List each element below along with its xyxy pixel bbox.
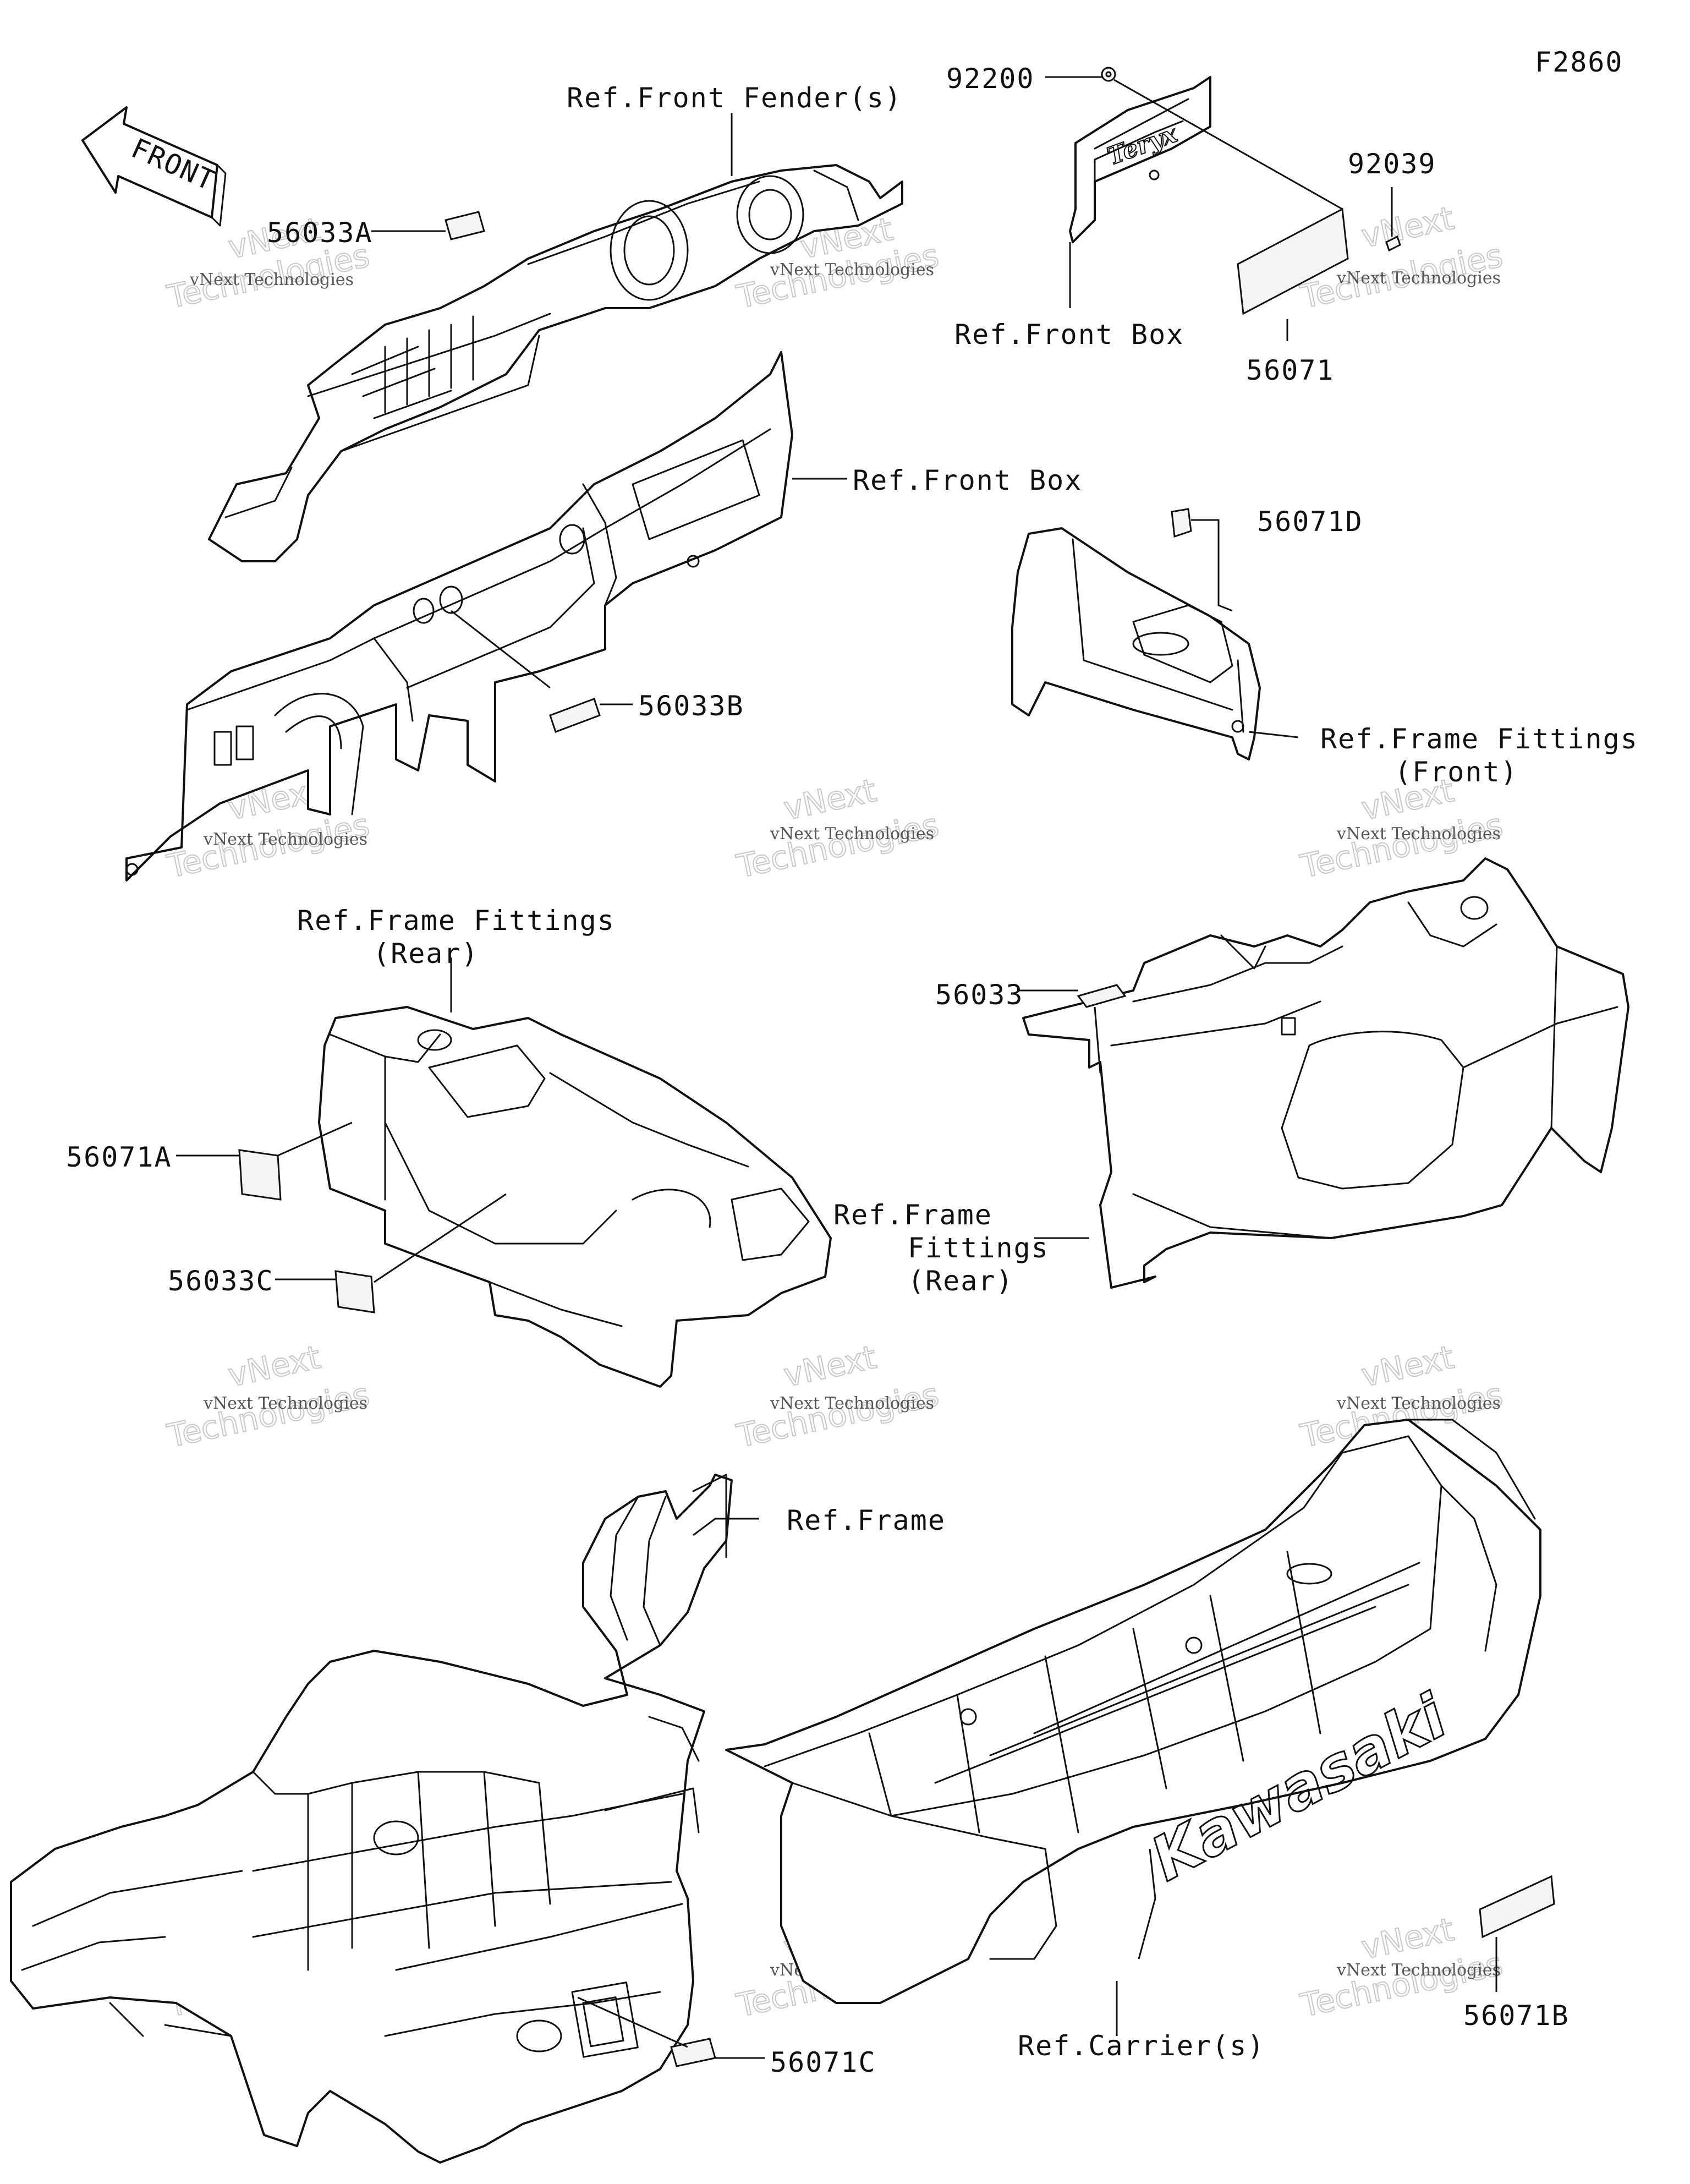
figure-code: F2860	[1535, 46, 1623, 78]
watermark-5: Technologies vNext vNext Technologies	[733, 771, 943, 886]
svg-text:vNext: vNext	[781, 1338, 880, 1394]
front-fender-part	[208, 164, 903, 562]
frame-fittings-front-part	[1011, 527, 1261, 760]
decal-56071B	[1479, 1875, 1555, 1939]
svg-text:vNext Technologies: vNext Technologies	[770, 260, 934, 280]
label-56071D: 56071D	[1257, 506, 1363, 538]
label-ref-frame-fittings-front: Ref.Frame Fittings	[1320, 723, 1638, 755]
frame-fittings-rear-part	[318, 1006, 832, 1388]
label-ref-frame-fittings-rear-b3: (Rear)	[908, 1265, 1014, 1297]
label-56033C: 56033C	[168, 1265, 274, 1297]
label-ref-frame: Ref.Frame	[787, 1504, 946, 1536]
front-direction-arrow-icon: FRONT	[81, 106, 227, 227]
decal-56071D	[1171, 508, 1192, 538]
label-56071A: 56071A	[66, 1141, 172, 1173]
svg-text:vNext Technologies: vNext Technologies	[203, 830, 367, 849]
decal-56033B	[549, 698, 601, 733]
svg-text:vNext: vNext	[1358, 1338, 1457, 1394]
label-56033A: 56033A	[267, 217, 373, 249]
svg-text:vNext: vNext	[1358, 199, 1457, 255]
decal-56071	[1237, 207, 1349, 315]
decal-56071A	[238, 1149, 282, 1201]
svg-text:vNext: vNext	[781, 771, 880, 828]
label-56071: 56071	[1246, 354, 1335, 386]
label-ref-frame-fittings-rear-b2: Fittings	[908, 1232, 1049, 1264]
svg-text:vNext Technologies: vNext Technologies	[770, 1394, 934, 1413]
callout-labels: Ref.Front Fender(s) 92200 92039 56033A R…	[66, 63, 1638, 2078]
svg-text:Technologies: Technologies	[733, 806, 942, 885]
frame-fittings-rear-right-part	[1022, 857, 1629, 1289]
label-ref-front-box: Ref.Front Box	[853, 464, 1082, 496]
label-ref-frame-fittings-front-sub: (Front)	[1395, 756, 1518, 788]
frame-part	[10, 1474, 733, 2164]
washer-92200-icon	[1101, 67, 1116, 82]
label-ref-front-fenders: Ref.Front Fender(s)	[567, 82, 902, 114]
svg-text:vNext Technologies: vNext Technologies	[1336, 1394, 1501, 1413]
svg-text:vNext Technologies: vNext Technologies	[189, 270, 354, 289]
front-box-small-part: Teryx	[1069, 76, 1211, 243]
label-56033: 56033	[935, 979, 1024, 1011]
label-92039: 92039	[1348, 148, 1436, 180]
watermark-7: Technologies vNext vNext Technologies	[163, 1338, 374, 1455]
svg-text:vNext Technologies: vNext Technologies	[770, 824, 934, 844]
svg-text:vNext: vNext	[225, 1338, 324, 1394]
leader-lines	[176, 76, 1497, 2059]
label-ref-front-box-top: Ref.Front Box	[954, 319, 1184, 351]
label-92200: 92200	[946, 63, 1035, 95]
label-56071B: 56071B	[1463, 2000, 1570, 2032]
label-ref-frame-fittings-rear-b1: Ref.Frame	[833, 1199, 992, 1231]
decal-56033	[1077, 984, 1127, 1008]
decal-56033C	[334, 1270, 375, 1313]
decal-56033A	[445, 211, 485, 240]
svg-text:vNext Technologies: vNext Technologies	[203, 1394, 367, 1413]
svg-text:Technologies: Technologies	[733, 1376, 942, 1455]
label-56071C: 56071C	[770, 2046, 876, 2078]
decal-92039	[1385, 235, 1401, 252]
label-ref-frame-fittings-rear: Ref.Frame Fittings	[297, 905, 615, 937]
svg-text:vNext Technologies: vNext Technologies	[1336, 824, 1501, 844]
label-56033B: 56033B	[638, 690, 744, 722]
label-ref-carriers: Ref.Carrier(s)	[1018, 2030, 1265, 2062]
svg-text:Technologies: Technologies	[164, 1376, 373, 1455]
label-ref-frame-fittings-rear-sub: (Rear)	[373, 938, 479, 970]
svg-text:vNext Technologies: vNext Technologies	[1336, 1961, 1501, 1980]
svg-text:vNext Technologies: vNext Technologies	[1336, 269, 1501, 288]
watermark-8: Technologies vNext vNext Technologies	[733, 1338, 943, 1455]
